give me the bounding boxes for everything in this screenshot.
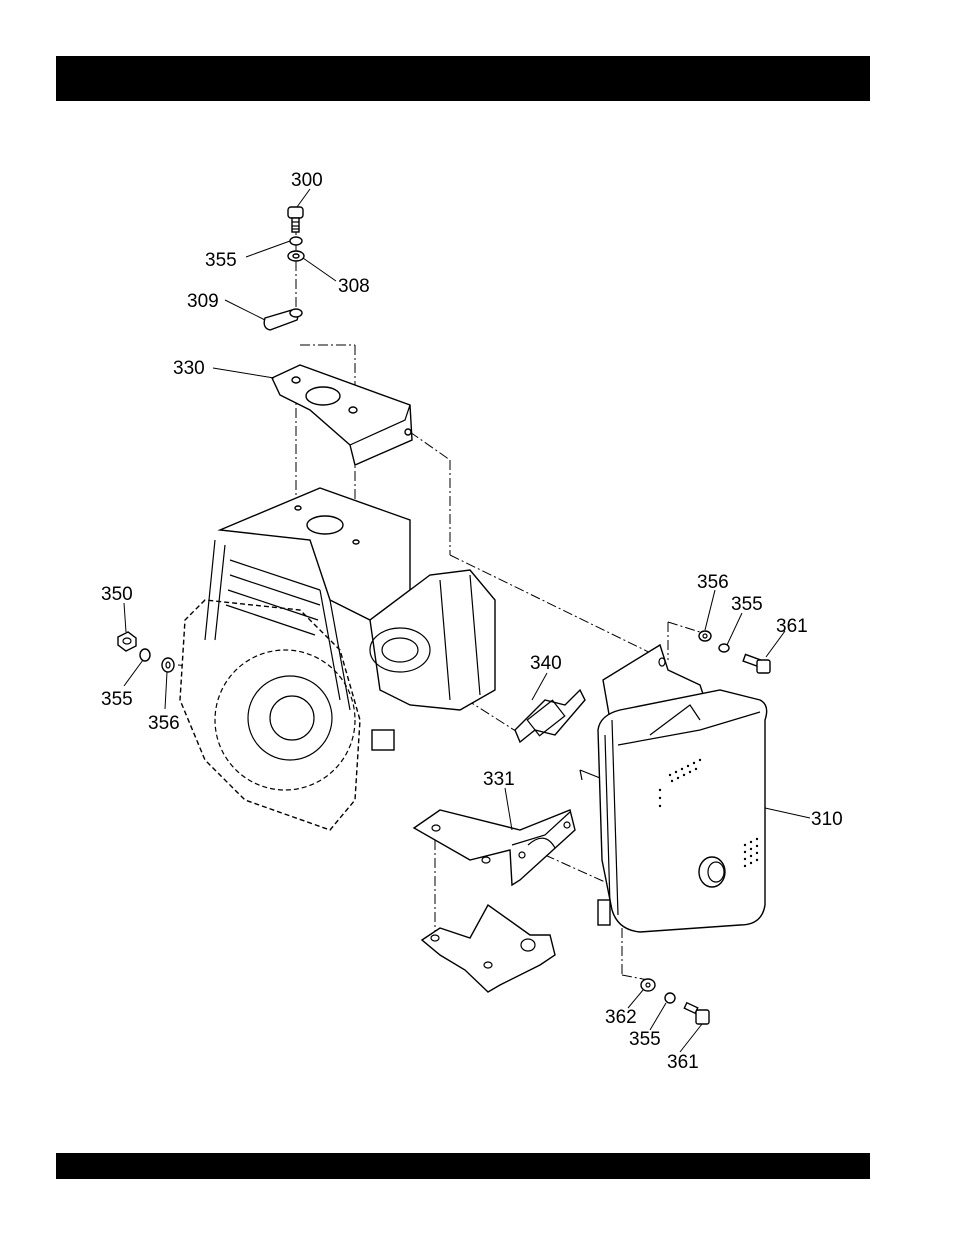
clamp-309 (264, 309, 302, 330)
callout-361: 361 (776, 616, 808, 637)
lock-washer-355 (290, 237, 302, 245)
muffler-guard (422, 905, 555, 992)
callout-356: 356 (697, 572, 729, 593)
bolt-300 (288, 207, 303, 232)
washer-356-right (699, 631, 711, 641)
gasket-340 (515, 690, 585, 742)
lock-washer-355-bottom (665, 993, 675, 1003)
callout-356: 356 (148, 713, 180, 734)
callout-355: 355 (629, 1029, 661, 1050)
washer-308 (288, 251, 304, 261)
callout-340: 340 (530, 653, 562, 674)
callout-362: 362 (605, 1007, 637, 1028)
callout-330: 330 (173, 358, 205, 379)
callout-300: 300 (291, 170, 323, 191)
bolt-361-bottom (684, 1003, 709, 1024)
callout-331: 331 (483, 769, 515, 790)
callout-355: 355 (731, 594, 763, 615)
callout-355: 355 (101, 689, 133, 710)
callout-310: 310 (811, 809, 843, 830)
lock-washer-355-right (719, 644, 729, 652)
callout-355: 355 (205, 250, 237, 271)
bracket-331 (414, 810, 575, 885)
callout-309: 309 (187, 291, 219, 312)
bracket-330 (272, 365, 412, 465)
callout-308: 308 (338, 276, 370, 297)
engine-block (180, 488, 495, 830)
muffler-310 (580, 645, 767, 932)
bolt-361-top (743, 654, 770, 673)
callout-350: 350 (101, 584, 133, 605)
washer-362 (641, 979, 655, 991)
callout-361: 361 (667, 1052, 699, 1073)
nut-350 (118, 632, 136, 651)
washer-356-left (162, 658, 174, 672)
lock-washer-355-left (140, 649, 150, 661)
